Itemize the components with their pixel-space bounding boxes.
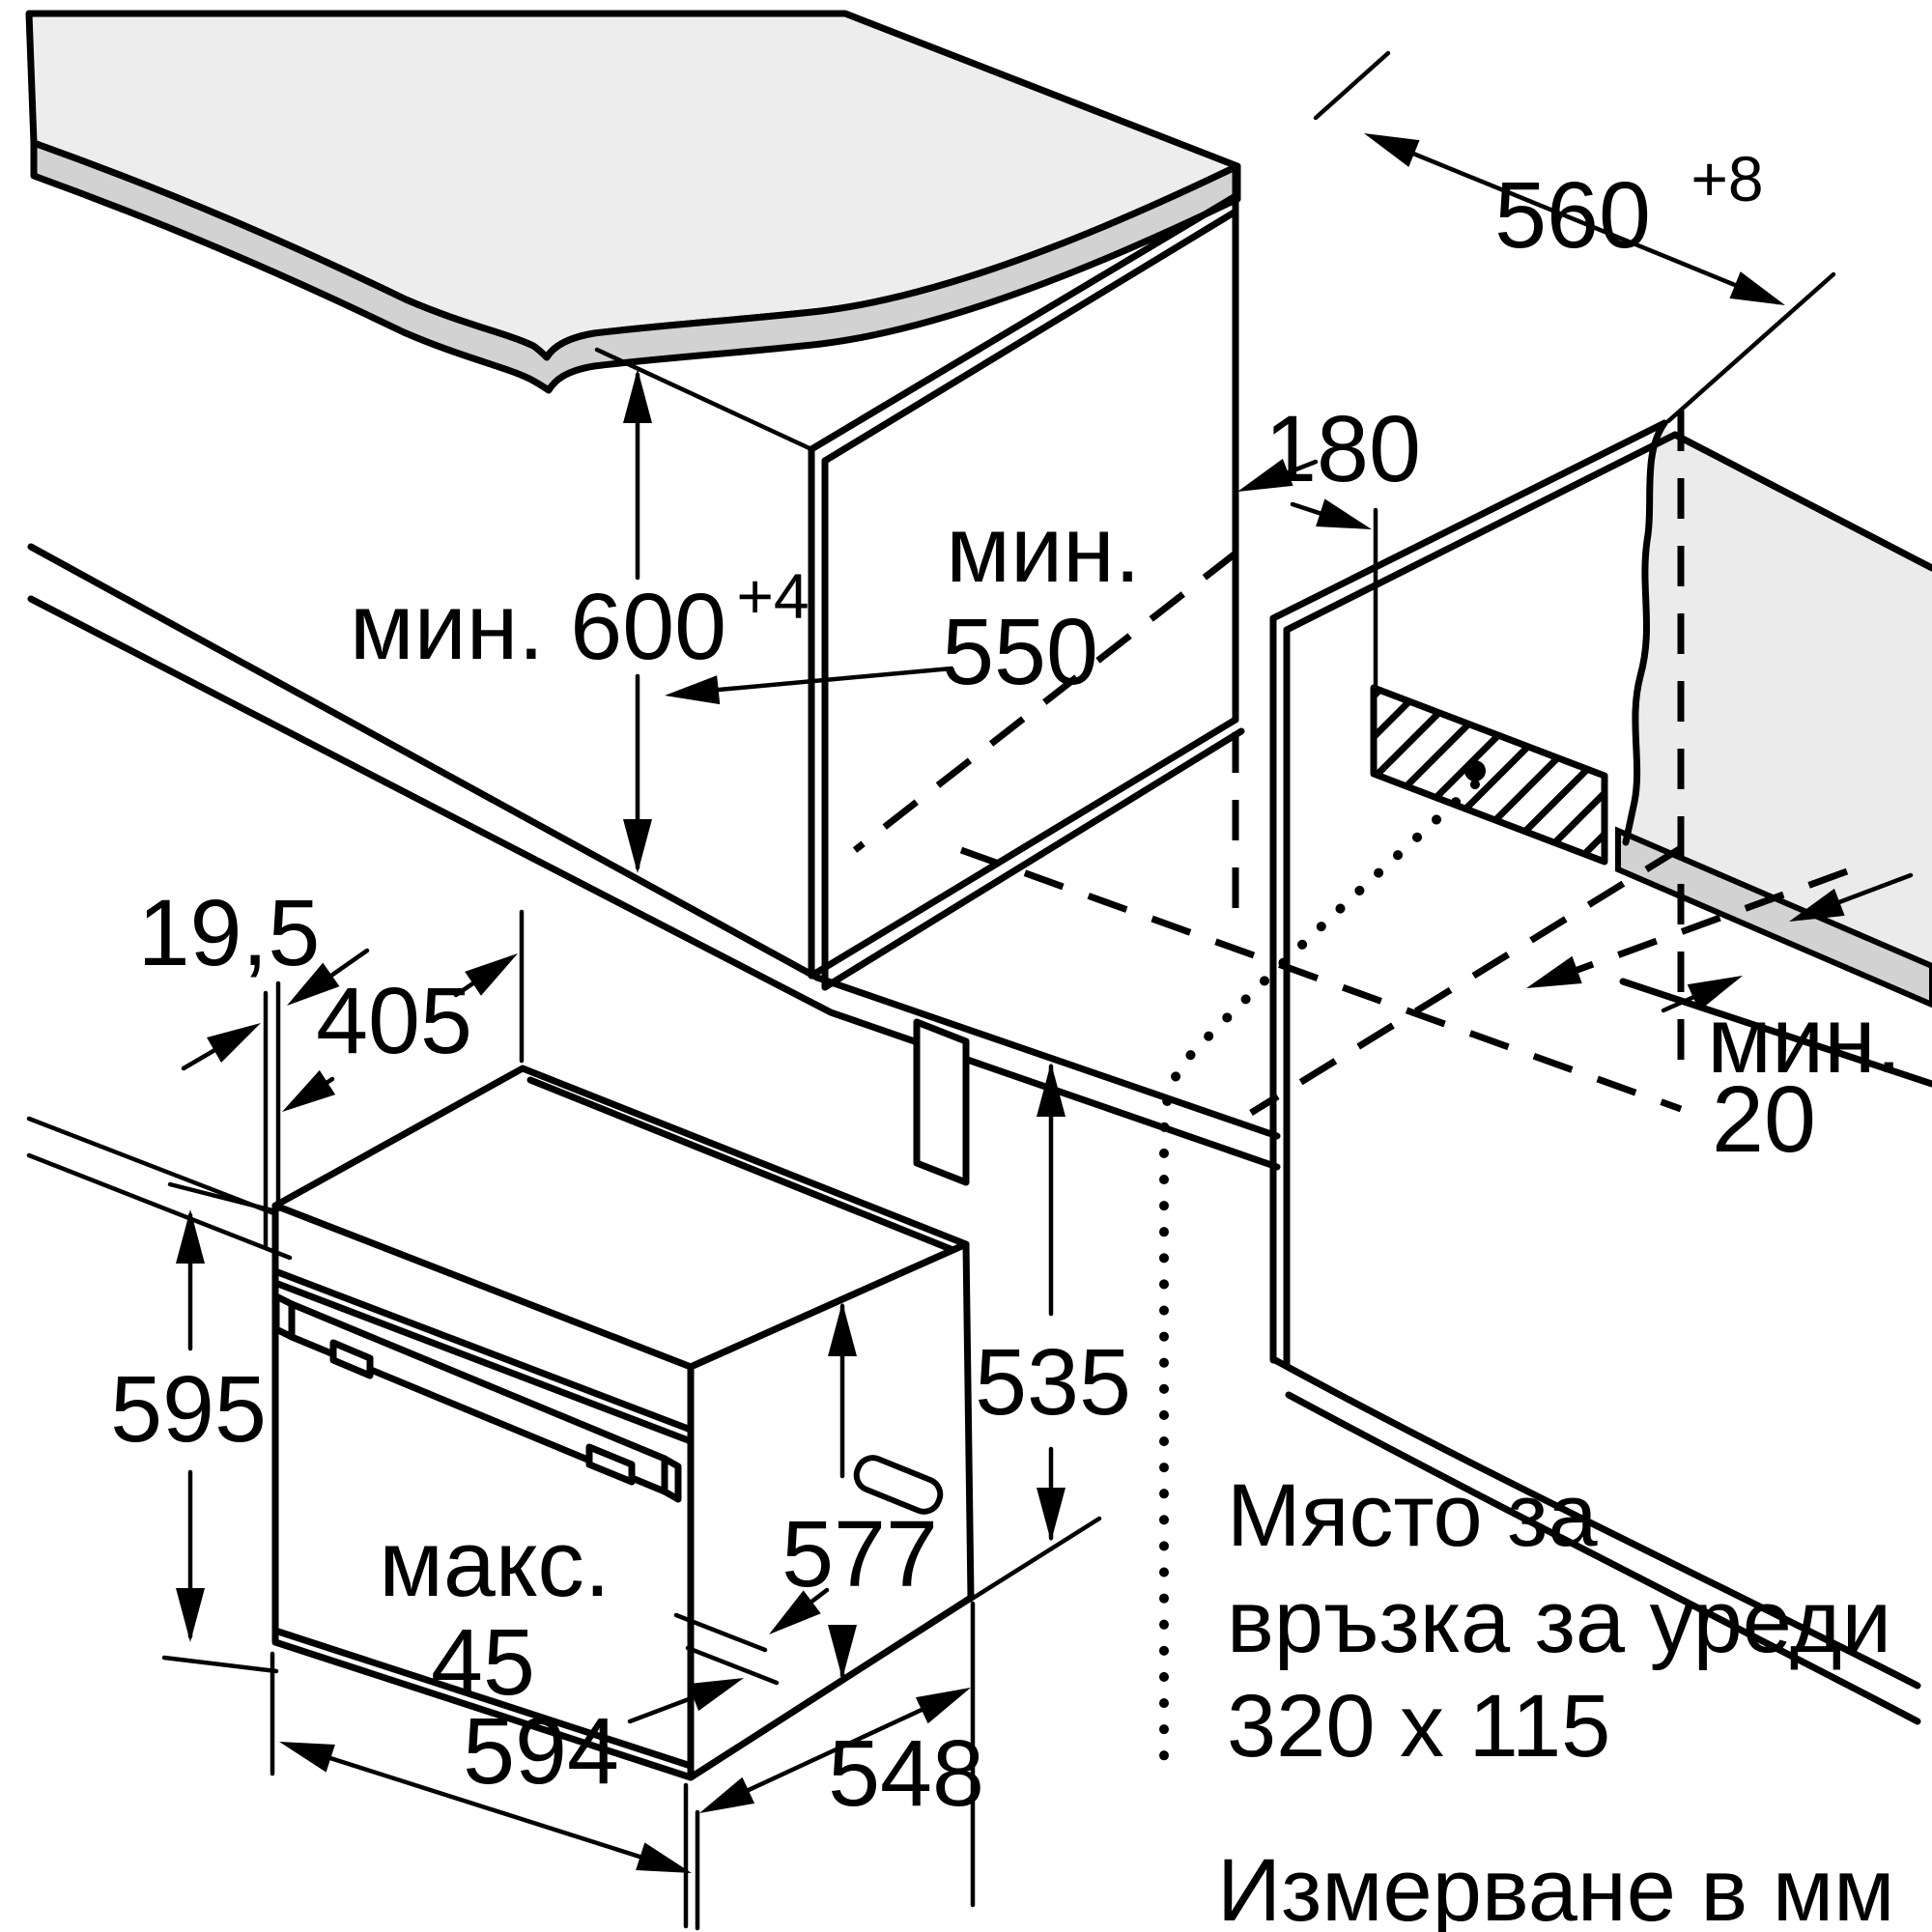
- connection-area-text-3: 320 x 115: [1227, 1677, 1610, 1776]
- label-rear-gap-1: мин.: [1707, 987, 1901, 1093]
- label-carcass-height: 577: [781, 1501, 938, 1606]
- wall-tear-edge: [1622, 419, 1668, 846]
- label-niche-height: мин. 600: [350, 574, 726, 679]
- plinth-foot: [913, 1018, 970, 1186]
- dim-front-overhang: 19,5: [138, 880, 370, 1251]
- oven: [271, 1065, 975, 1781]
- label-connection-offset: 180: [1264, 396, 1421, 501]
- niche-left-panel: [808, 166, 1245, 991]
- label-door-protrusion-1: макс.: [379, 1511, 611, 1616]
- label-niche-width: 560: [1494, 162, 1651, 268]
- connection-area-text-1: Място за: [1227, 1466, 1598, 1565]
- floor-right-1: [1271, 1356, 1921, 1690]
- dim-door-protrusion: макс. 45: [379, 1511, 830, 1724]
- label-oven-front-height: 595: [110, 1356, 267, 1462]
- dim-connection-offset: 180: [1232, 396, 1421, 544]
- label-niche-width-sup: +8: [1690, 143, 1763, 214]
- connection-area-text-2: връзка за уреди: [1227, 1573, 1891, 1671]
- label-rear-casing-height: 535: [975, 1329, 1131, 1435]
- dim-carcass-height: 577: [781, 1302, 938, 1679]
- oven-door-bottom-line: [271, 1627, 695, 1770]
- dim-rear-casing-height: 535: [966, 1063, 1131, 1604]
- hidden-edges: [852, 411, 1849, 1116]
- hidden-width-arrow-line: [1536, 867, 1849, 988]
- label-oven-width: 594: [463, 1698, 619, 1804]
- dim-rear-gap: мин. 20: [1661, 872, 1914, 1172]
- connection-hatch-rect: [1370, 684, 1608, 866]
- niche-right-wall: [1269, 419, 1932, 1368]
- annotation-connection-area: Място за връзка за уреди 320 x 115: [1227, 1466, 1891, 1776]
- dim-oven-depth: 548: [683, 1601, 984, 1931]
- label-niche-height-sup: +4: [736, 560, 809, 632]
- countertop: [25, 10, 1241, 394]
- label-top-depth: 405: [316, 968, 472, 1073]
- dim-top-depth: 405: [273, 909, 526, 1124]
- label-rear-gap-2: 20: [1712, 1066, 1816, 1172]
- wall-base-gray-strip: [1615, 826, 1932, 1009]
- oven-control-band-1: [271, 1267, 695, 1434]
- connection-dot: [1464, 760, 1486, 781]
- oven-handle: [272, 1293, 682, 1503]
- dim-niche-depth: мин. 550: [663, 497, 1141, 710]
- floor-lines: [27, 543, 1921, 1725]
- niche-top-edge-line: [594, 347, 814, 452]
- dim-niche-width: 560 +8: [1313, 50, 1836, 424]
- wall-top-continuation: [1671, 431, 1932, 572]
- dim-oven-width: 594: [270, 1651, 696, 1888]
- connection-area: [1370, 507, 1608, 866]
- floor-behind-line: [1619, 978, 1932, 1088]
- oven-side-grip: [853, 1455, 944, 1515]
- label-front-overhang: 19,5: [138, 880, 321, 985]
- units-note: Измерване в мм: [1217, 1841, 1894, 1932]
- label-door-protrusion-2: 45: [431, 1609, 535, 1715]
- front-plane-reference: [26, 1116, 293, 1261]
- label-oven-depth: 548: [828, 1720, 984, 1826]
- dim-niche-height: мин. 600 +4: [350, 369, 810, 873]
- oven-control-band-2: [271, 1279, 695, 1445]
- dim-oven-front-height: 595: [110, 1181, 279, 1674]
- wall-torn-gray-area: [1626, 429, 1932, 970]
- floor-right-2: [1285, 1391, 1921, 1725]
- label-niche-depth-1: мин.: [946, 497, 1140, 602]
- label-niche-depth-2: 550: [942, 599, 1098, 704]
